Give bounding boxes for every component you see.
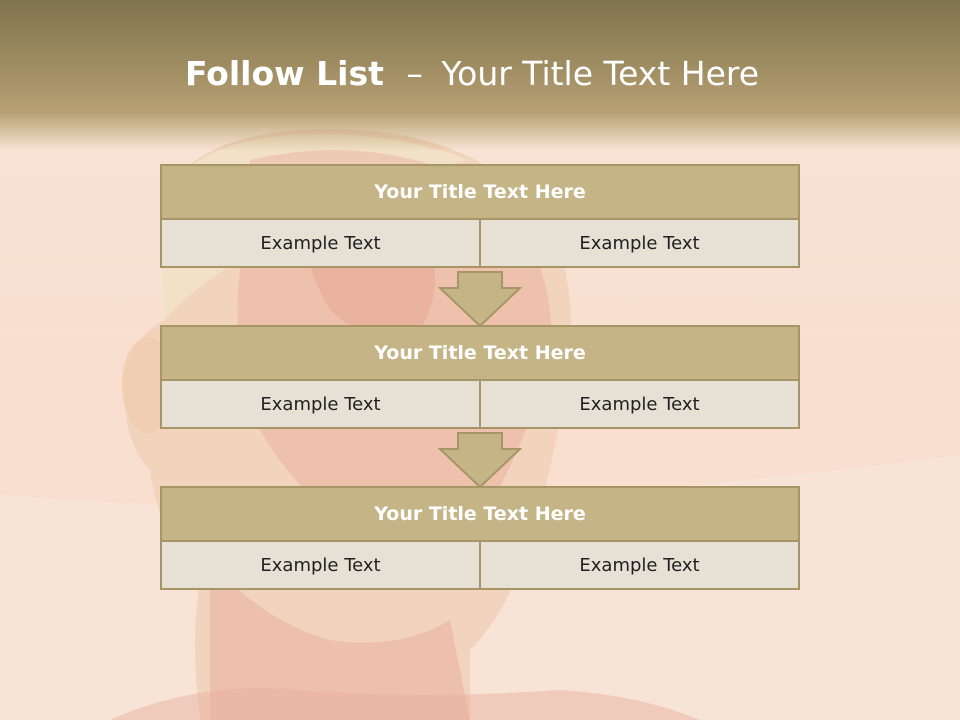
list-block-1: Your Title Text Here Example Text Exampl… [160, 164, 800, 268]
block-title: Your Title Text Here [160, 325, 800, 381]
block-row: Example Text Example Text [160, 218, 800, 268]
title-dash: – [406, 54, 423, 93]
block-cell-left: Example Text [160, 540, 481, 590]
header-band [0, 0, 960, 150]
block-title: Your Title Text Here [160, 486, 800, 542]
list-block-2: Your Title Text Here Example Text Exampl… [160, 325, 800, 429]
block-row: Example Text Example Text [160, 540, 800, 590]
list-block-3: Your Title Text Here Example Text Exampl… [160, 486, 800, 590]
down-arrow-icon [438, 271, 522, 328]
block-cell-right: Example Text [479, 218, 800, 268]
down-arrow-icon [438, 432, 522, 489]
title-rest: Your Title Text Here [441, 54, 760, 93]
block-cell-left: Example Text [160, 218, 481, 268]
block-row: Example Text Example Text [160, 379, 800, 429]
title-strong: Follow List [184, 54, 384, 93]
block-cell-right: Example Text [479, 540, 800, 590]
slide-title: Follow List – Your Title Text Here [0, 54, 944, 93]
block-title: Your Title Text Here [160, 164, 800, 220]
block-cell-right: Example Text [479, 379, 800, 429]
block-cell-left: Example Text [160, 379, 481, 429]
